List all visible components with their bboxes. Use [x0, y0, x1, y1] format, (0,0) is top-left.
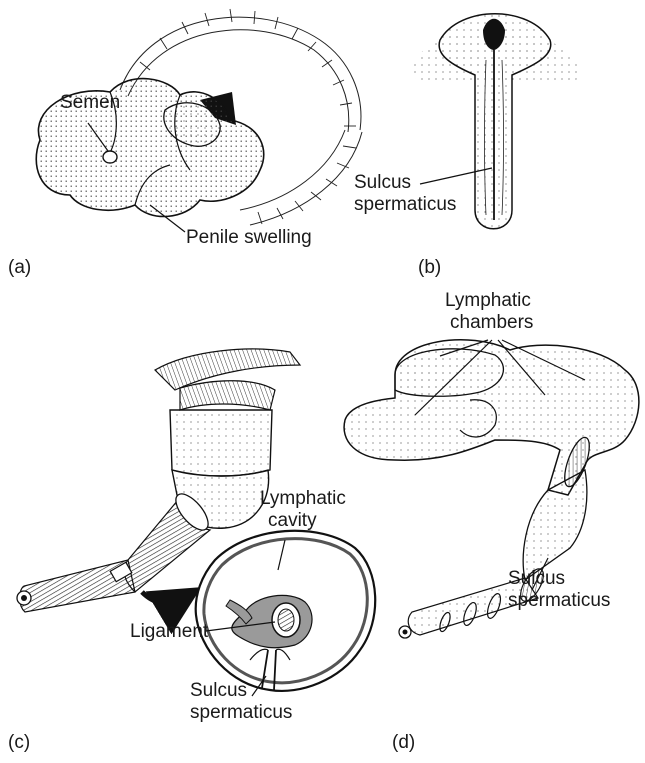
- panel-c-ligament-label: Ligament: [130, 621, 208, 643]
- panel-d-lymphatic-label-2: chambers: [450, 312, 533, 334]
- panel-a-letter: (a): [8, 257, 31, 279]
- panel-a-drawing: [36, 9, 362, 232]
- panel-d-lymphatic-label-1: Lymphatic: [445, 290, 531, 312]
- panel-a-semen-droplet: [103, 151, 117, 163]
- panel-c-lymphatic-label-2: cavity: [268, 510, 317, 532]
- panel-c-upper-segment: [170, 410, 272, 476]
- panel-d-sulcus-label-1: Sulcus: [508, 568, 565, 590]
- panel-c-ligament-inner: [278, 609, 294, 631]
- panel-b-sulcus-label-1: Sulcus: [354, 172, 411, 194]
- panel-c-section-arrow: [142, 592, 180, 604]
- panel-d-letter: (d): [392, 732, 415, 754]
- panel-c-lymphatic-label-1: Lymphatic: [260, 488, 346, 510]
- panel-d-upper-chamber: [395, 349, 503, 396]
- panel-c-sulcus-label-2: spermaticus: [190, 702, 292, 724]
- panel-d-tip-inner: [403, 630, 408, 635]
- panel-c-muscle-bundle-2: [180, 381, 275, 410]
- panel-d-sulcus-label-2: spermaticus: [508, 590, 610, 612]
- panel-c-sulcus-label-1: Sulcus: [190, 680, 247, 702]
- panel-c-drawing: [17, 349, 375, 696]
- panel-a-penile-swelling-label: Penile swelling: [186, 227, 312, 249]
- panel-c-tip-inner: [21, 595, 27, 601]
- panel-b-letter: (b): [418, 257, 441, 279]
- panel-c-letter: (c): [8, 732, 30, 754]
- panel-b-sulcus-label-2: spermaticus: [354, 194, 456, 216]
- panel-a-semen-label: Semen: [60, 92, 120, 114]
- panel-d-lower-segment: [523, 470, 587, 580]
